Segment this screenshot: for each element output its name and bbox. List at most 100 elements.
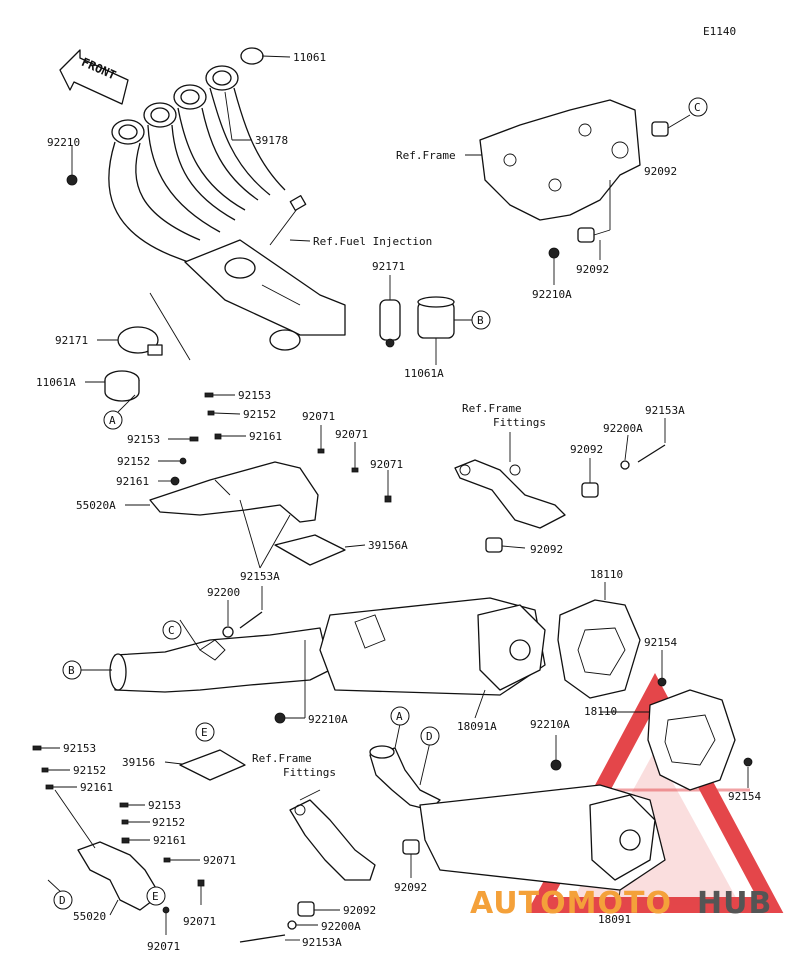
label-92152-b: 92152 bbox=[117, 455, 150, 468]
label-11061A-left: 11061A bbox=[36, 376, 76, 389]
label-92161-d: 92161 bbox=[153, 834, 186, 847]
label-92161-a: 92161 bbox=[249, 430, 282, 443]
damper-92092-e bbox=[402, 839, 420, 855]
watermark-part-1: AUTOMOTO bbox=[470, 886, 672, 921]
nut-92154-b bbox=[743, 757, 753, 767]
heat-shield-55020A bbox=[149, 461, 319, 523]
label-92161-b: 92161 bbox=[116, 475, 149, 488]
gasket-11061A-left bbox=[104, 370, 140, 402]
label-ref-frame-fittings-2b: Fittings bbox=[283, 766, 336, 779]
label-92152-a: 92152 bbox=[243, 408, 276, 421]
label-92092-d: 92092 bbox=[530, 543, 563, 556]
label-55020A: 55020A bbox=[76, 499, 116, 512]
label-39178: 39178 bbox=[255, 134, 288, 147]
callout-d-1: D bbox=[420, 726, 440, 746]
callout-a-2: A bbox=[390, 706, 410, 726]
connector-pipe-lower bbox=[369, 745, 441, 811]
svg-text:B: B bbox=[68, 664, 75, 677]
bolt-92153A-a bbox=[637, 444, 666, 463]
callout-e-2: E bbox=[146, 886, 166, 906]
label-92153A-a: 92153A bbox=[645, 404, 685, 417]
frame-bracket bbox=[479, 99, 641, 221]
label-39156: 39156 bbox=[122, 756, 155, 769]
label-92210A-b: 92210A bbox=[308, 713, 348, 726]
label-ref-frame-fittings-2a: Ref.Frame bbox=[252, 752, 312, 765]
label-92154-b: 92154 bbox=[728, 790, 761, 803]
label-ref-frame: Ref.Frame bbox=[396, 149, 456, 162]
label-92071-d: 92071 bbox=[203, 854, 236, 867]
label-18110-b: 18110 bbox=[584, 705, 617, 718]
bolt-92153A-c bbox=[239, 934, 286, 943]
nut-92210 bbox=[66, 174, 78, 186]
label-55020: 55020 bbox=[73, 910, 106, 923]
label-92171-left: 92171 bbox=[55, 334, 88, 347]
label-ref-frame-fittings-1b: Fittings bbox=[493, 416, 546, 429]
callout-a-1: A bbox=[103, 410, 123, 430]
damper-92092-a bbox=[651, 121, 669, 137]
label-ref-fuel-injection: Ref.Fuel Injection bbox=[313, 235, 432, 248]
label-92171-right: 92171 bbox=[372, 260, 405, 273]
label-92071-a: 92071 bbox=[302, 410, 335, 423]
gasket-11061 bbox=[240, 47, 264, 65]
callout-e-1: E bbox=[195, 722, 215, 742]
watermark-part-2: HUB bbox=[697, 886, 772, 921]
label-39156A: 39156A bbox=[368, 539, 408, 552]
label-92092-f: 92092 bbox=[343, 904, 376, 917]
label-92153A-b: 92153A bbox=[240, 570, 280, 583]
label-92092-mid: 92092 bbox=[576, 263, 609, 276]
label-92210A-top: 92210A bbox=[532, 288, 572, 301]
label-92071-b: 92071 bbox=[335, 428, 368, 441]
label-92153-c: 92153 bbox=[63, 742, 96, 755]
nut-92210A-b bbox=[274, 712, 286, 724]
clamp-92171-left bbox=[117, 326, 163, 356]
silencer-18091A bbox=[319, 597, 546, 696]
label-92152-c: 92152 bbox=[73, 764, 106, 777]
frame-fittings-upper bbox=[454, 459, 566, 529]
part-labels: E1140 11061 39178 92210 Ref.Fuel Injecti… bbox=[36, 25, 761, 953]
front-arrow-icon: FRONT bbox=[59, 49, 129, 105]
label-92153-a: 92153 bbox=[238, 389, 271, 402]
svg-text:E: E bbox=[201, 726, 208, 739]
diagram-code: E1140 bbox=[703, 25, 736, 38]
label-92200: 92200 bbox=[207, 586, 240, 599]
callout-b-1: B bbox=[471, 310, 491, 330]
label-92071-c: 92071 bbox=[370, 458, 403, 471]
damper-92092-c bbox=[581, 482, 599, 498]
label-92210A-c: 92210A bbox=[530, 718, 570, 731]
clamp-92171-right bbox=[379, 299, 401, 348]
label-18091: 18091 bbox=[598, 913, 631, 926]
label-92161-c: 92161 bbox=[80, 781, 113, 794]
mid-pipe bbox=[109, 627, 331, 693]
callout-c-2: C bbox=[162, 620, 182, 640]
damper-92092-f bbox=[297, 901, 315, 917]
damper-92092-d bbox=[485, 537, 503, 553]
label-92092-e: 92092 bbox=[394, 881, 427, 894]
label-92153-b: 92153 bbox=[127, 433, 160, 446]
label-92200A-a: 92200A bbox=[603, 422, 643, 435]
exhaust-header-pipe bbox=[108, 65, 346, 351]
svg-text:B: B bbox=[477, 314, 484, 327]
washer-92200 bbox=[222, 626, 234, 638]
label-92153A-c: 92153A bbox=[302, 936, 342, 949]
label-92071-f: 92071 bbox=[147, 940, 180, 953]
gasket-11061A-right bbox=[417, 296, 455, 339]
svg-text:A: A bbox=[109, 414, 116, 427]
label-11061: 11061 bbox=[293, 51, 326, 64]
label-92092-top: 92092 bbox=[644, 165, 677, 178]
end-cap-18110-lower bbox=[647, 689, 736, 791]
silencer-18091 bbox=[419, 784, 666, 891]
label-ref-frame-fittings-1a: Ref.Frame bbox=[462, 402, 522, 415]
svg-text:D: D bbox=[59, 894, 66, 907]
nut-92210A-c bbox=[550, 759, 562, 771]
plate-39156A bbox=[274, 534, 346, 566]
label-92071-e: 92071 bbox=[183, 915, 216, 928]
label-18110-a: 18110 bbox=[590, 568, 623, 581]
nut-92210A-a bbox=[548, 247, 560, 259]
watermark-text: AUTOMOTO HUB bbox=[470, 886, 772, 921]
label-92152-d: 92152 bbox=[152, 816, 185, 829]
label-92092-c: 92092 bbox=[570, 443, 603, 456]
label-92154-a: 92154 bbox=[644, 636, 677, 649]
callout-c-1: C bbox=[688, 97, 708, 117]
svg-text:D: D bbox=[426, 730, 433, 743]
